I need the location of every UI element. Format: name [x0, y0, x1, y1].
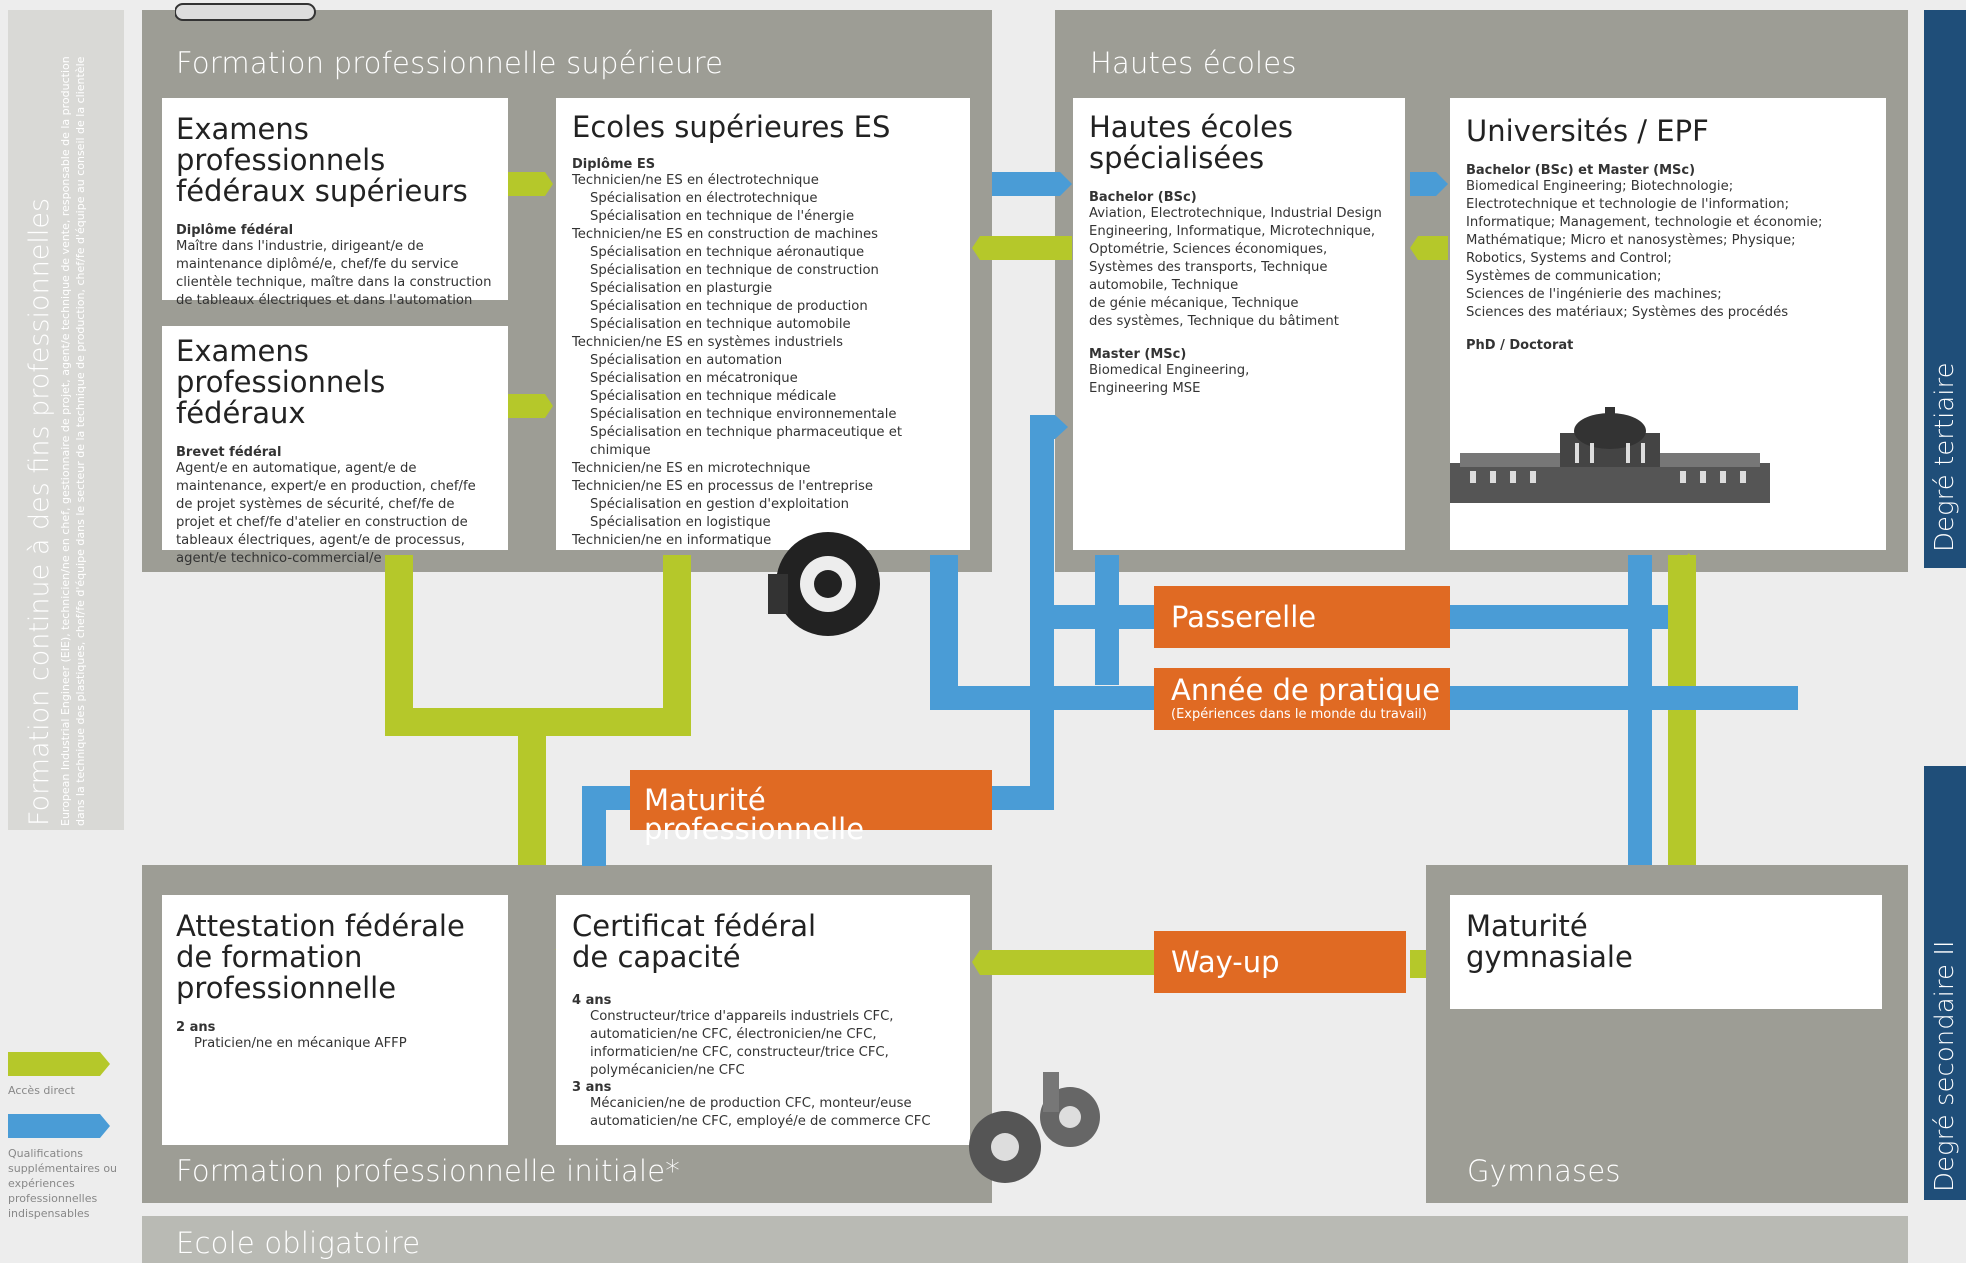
card-ecoles-superieures-sub: Diplôme ES	[572, 157, 656, 172]
card-hes-sub2: Master (MSc)	[1089, 347, 1187, 362]
panel-initial-vocational-title: Formation professionnelle initiale*	[176, 1154, 680, 1188]
diploma-scroll-illustration	[175, 3, 316, 21]
secondary-bar	[1924, 766, 1966, 1200]
es-program-item: Technicien/ne ES en électrotechnique	[572, 173, 819, 188]
mechanical-part-illustration	[768, 532, 880, 636]
es-program-item: Spécialisation en technique de productio…	[590, 299, 868, 314]
green-arrow-3	[972, 236, 1072, 260]
gears-illustration	[969, 1072, 1100, 1183]
card-federal-exams: Examens professionnels fédéraux Brevet f…	[162, 326, 508, 566]
legend-direct-label: Accès direct	[8, 1084, 75, 1097]
card-federal-exams-text: Agent/e en automatique, agent/e de maint…	[176, 461, 476, 566]
es-program-item: Spécialisation en automation	[590, 353, 783, 368]
card-hautes-ecoles-specialisees: Hautes écoles spécialisées Bachelor (BSc…	[1073, 98, 1405, 550]
card-maturite-gymnasiale: Maturité gymnasiale	[1450, 895, 1882, 1009]
es-program-item: Spécialisation en technique aéronautique	[590, 245, 865, 260]
box-way-up-label: Way-up	[1171, 945, 1280, 979]
box-passerelle-label: Passerelle	[1171, 600, 1317, 634]
es-program-item: Spécialisation en gestion d'exploitation	[590, 497, 850, 512]
es-program-item: Spécialisation en mécatronique	[590, 371, 798, 386]
es-program-item: Spécialisation en technique environnemen…	[590, 407, 897, 422]
blue-arrow-2	[1410, 172, 1448, 196]
card-hes-sub: Bachelor (BSc)	[1089, 190, 1197, 205]
es-program-item: Spécialisation en plasturgie	[590, 281, 773, 296]
green-arrow-4	[1410, 236, 1448, 260]
card-hes-title: Hautes écoles spécialisées	[1089, 110, 1294, 175]
card-federal-higher-exams-sub: Diplôme fédéral	[176, 223, 294, 238]
card-hes-text2: Biomedical Engineering, Engineering MSE	[1089, 363, 1250, 396]
panel-universities-title: Hautes écoles	[1090, 46, 1297, 80]
green-arrow-way-up	[972, 950, 1154, 975]
box-maturite-label: Maturité professionnelle	[644, 783, 865, 846]
card-cfc-text: Constructeur/trice d'appareils industrie…	[590, 1009, 894, 1078]
es-program-item: Spécialisation en technique médicale	[590, 389, 837, 404]
box-annee-sub: (Expériences dans le monde du travail)	[1171, 707, 1427, 722]
card-ecoles-superieures-title: Ecoles supérieures ES	[572, 110, 891, 144]
es-program-item: Technicien/ne ES en microtechnique	[572, 461, 811, 476]
card-federal-exams-title: Examens professionnels fédéraux	[176, 334, 386, 430]
es-program-item: Technicien/ne ES en processus de l'entre…	[572, 479, 873, 494]
university-building-illustration	[1450, 407, 1770, 503]
card-universites: Universités / EPF Bachelor (BSc) et Mast…	[1450, 98, 1886, 550]
blue-arrow-1	[992, 172, 1072, 196]
es-program-item: Spécialisation en technique pharmaceutiq…	[590, 425, 902, 458]
box-passerelle: Passerelle	[1154, 586, 1450, 648]
es-program-item: Technicien/ne ES en construction de mach…	[572, 227, 879, 242]
card-afp-text: Praticien/ne en mécanique AFFP	[194, 1036, 407, 1051]
card-certificat-federal: Certificat fédéral de capacité 4 ans Con…	[556, 895, 970, 1145]
card-federal-exams-sub: Brevet fédéral	[176, 445, 282, 460]
card-afp-sub: 2 ans	[176, 1020, 216, 1035]
card-afp-title: Attestation fédérale de formation profes…	[176, 909, 465, 1005]
tertiary-bar	[1924, 10, 1966, 568]
panel-higher-vocational-title: Formation professionnelle supérieure	[176, 46, 724, 80]
sidebar-continuing-education	[8, 10, 124, 830]
card-federal-higher-exams: Examens professionnels fédéraux supérieu…	[162, 98, 508, 308]
card-attestation-federale: Attestation fédérale de formation profes…	[162, 895, 508, 1145]
es-program-item: Spécialisation en électrotechnique	[590, 191, 818, 206]
panel-compulsory-school-title: Ecole obligatoire	[176, 1226, 421, 1260]
card-uni-title: Universités / EPF	[1466, 114, 1709, 148]
es-program-item: Technicien/ne en informatique	[572, 533, 772, 548]
panel-gymnases-title: Gymnases	[1467, 1154, 1621, 1188]
card-uni-sub2: PhD / Doctorat	[1466, 338, 1574, 353]
card-ecoles-superieures: Ecoles supérieures ES Diplôme ES Technic…	[556, 98, 970, 550]
es-program-item: Spécialisation en technique de construct…	[590, 263, 879, 278]
card-cfc-title: Certificat fédéral de capacité	[572, 909, 817, 974]
card-uni-sub: Bachelor (BSc) et Master (MSc)	[1466, 163, 1696, 178]
card-federal-higher-exams-title: Examens professionnels fédéraux supérieu…	[176, 112, 468, 208]
box-maturite-professionnelle: Maturité professionnelle	[630, 770, 992, 844]
card-cfc-text2: Mécanicien/ne de production CFC, monteur…	[590, 1096, 931, 1129]
legend-qualif-label: Qualifications supplémentaires ou expéri…	[8, 1147, 118, 1220]
es-program-item: Spécialisation en logistique	[590, 515, 771, 530]
card-hes-text: Aviation, Electrotechnique, Industrial D…	[1089, 206, 1382, 329]
box-annee-label: Année de pratique	[1171, 673, 1441, 707]
card-uni-text: Biomedical Engineering; Biotechnologie; …	[1466, 179, 1823, 320]
card-federal-higher-exams-text: Maître dans l'industrie, dirigeant/e de …	[176, 239, 492, 308]
box-way-up: Way-up	[1154, 931, 1406, 993]
panel-compulsory-school	[142, 1216, 1908, 1263]
card-cfc-sub: 4 ans	[572, 993, 612, 1008]
es-program-item: Spécialisation en technique automobile	[590, 317, 851, 332]
box-annee-pratique: Année de pratique (Expériences dans le m…	[1154, 668, 1450, 730]
es-program-item: Spécialisation en technique de l'énergie	[590, 209, 855, 224]
card-mg-title: Maturité gymnasiale	[1466, 909, 1633, 974]
card-cfc-sub2: 3 ans	[572, 1080, 612, 1095]
es-program-item: Technicien/ne ES en systèmes industriels	[572, 335, 843, 350]
